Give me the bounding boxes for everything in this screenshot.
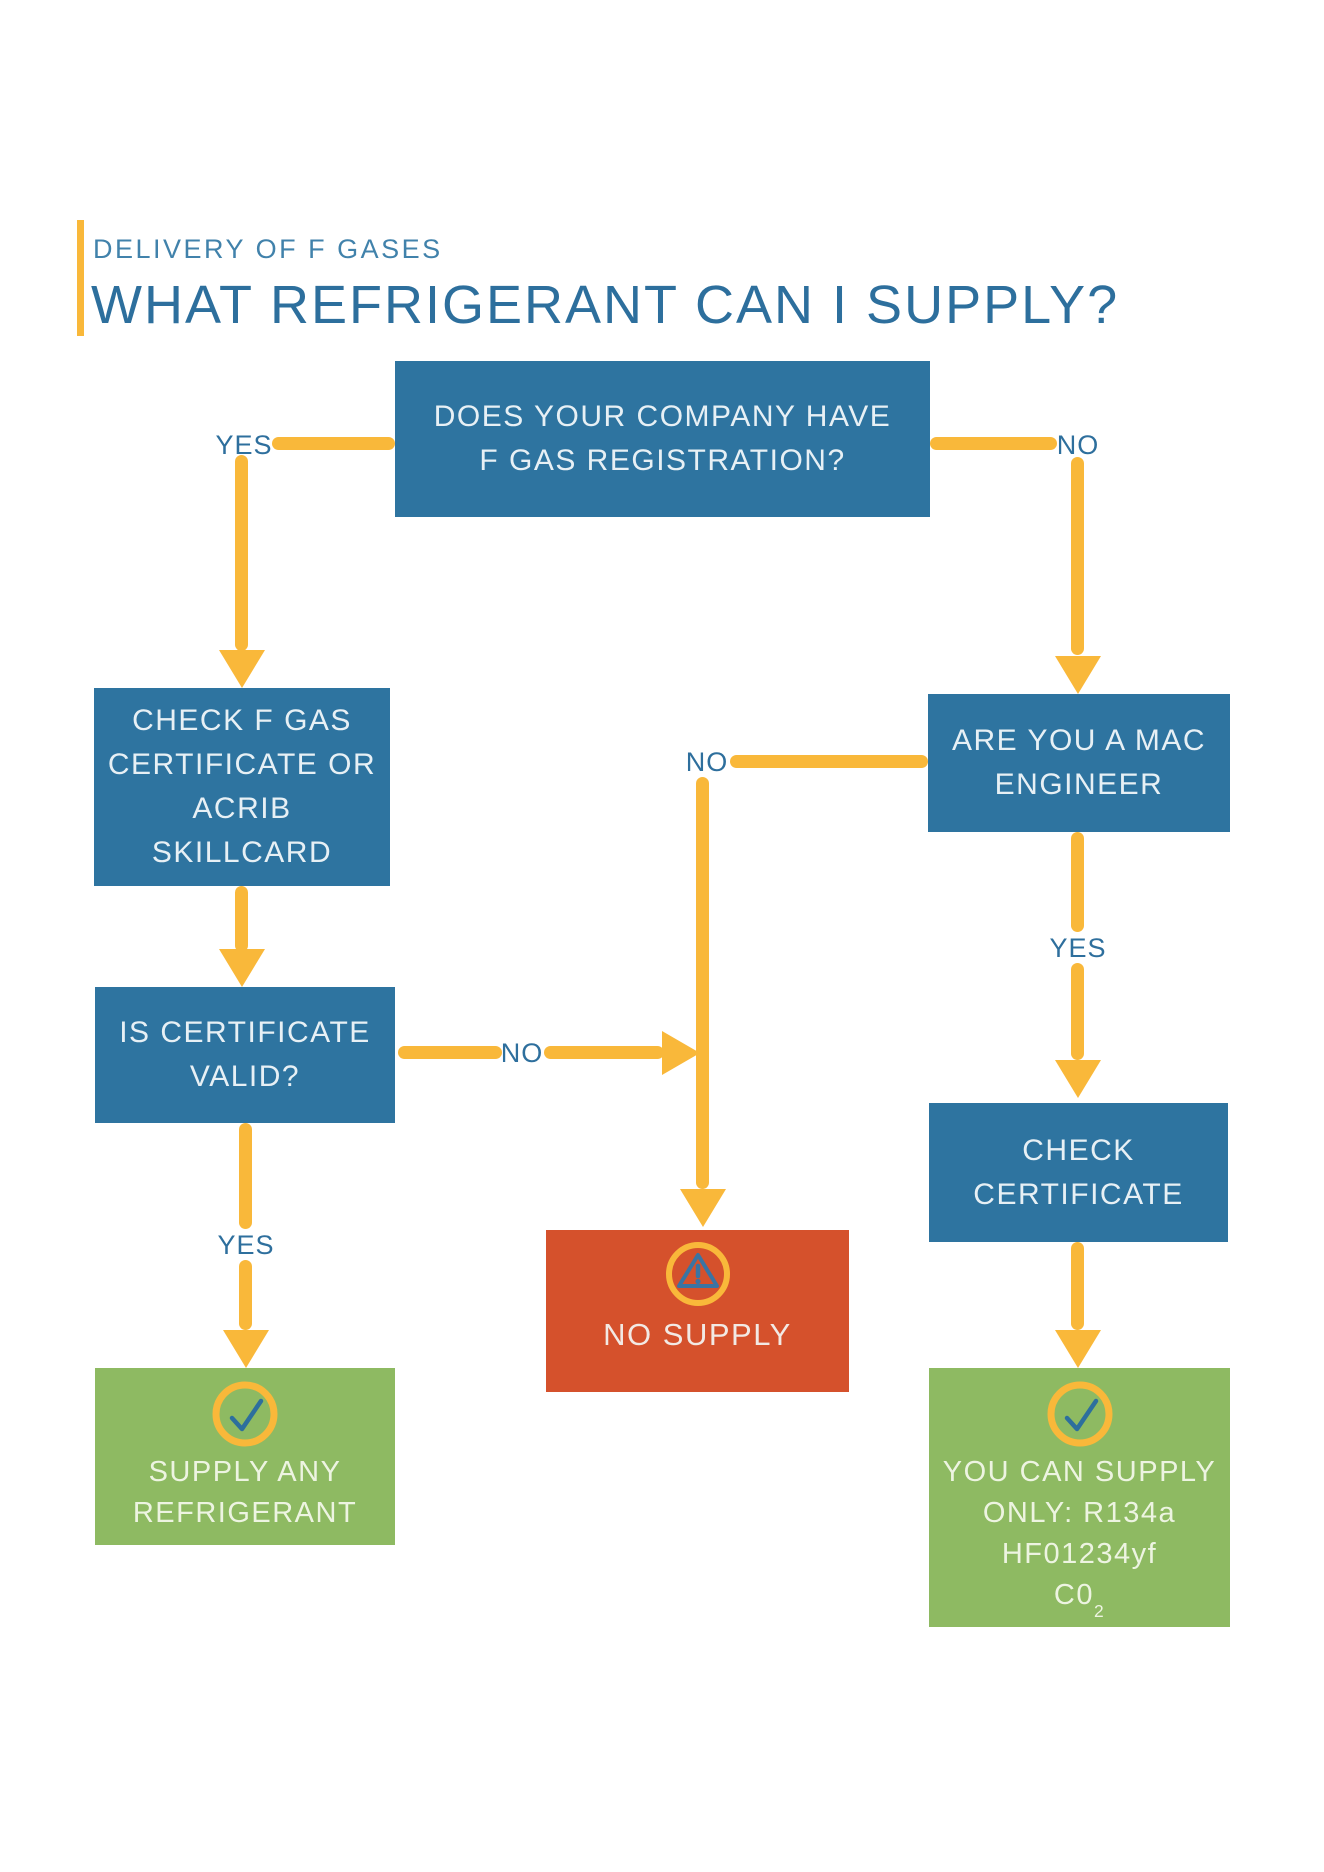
node-text-line: F GAS REGISTRATION? [479, 444, 846, 477]
formula-base: C0 [1053, 1579, 1094, 1611]
page-subtitle: DELIVERY OF F GASES [93, 234, 443, 264]
edge-label-no: NO [500, 1038, 544, 1068]
edge-label-yes: YES [217, 1230, 275, 1260]
node-text-line: DOES YOUR COMPANY HAVE [433, 400, 892, 433]
arrow-q3-yes-vertical-1 [239, 1123, 252, 1229]
arrowhead-right-icon [662, 1031, 700, 1075]
node-text-line: ENGINEER [994, 768, 1164, 801]
arrowhead-down-icon [219, 949, 265, 987]
arrow-q1-no-vertical [1071, 457, 1084, 655]
arrow-q1-yes-vertical [235, 455, 248, 651]
arrowhead-down-icon [1055, 1330, 1101, 1368]
arrowhead-down-icon [219, 650, 265, 688]
node-you-can-supply-only: YOU CAN SUPPLY ONLY: R134a HF01234yf C02 [929, 1368, 1230, 1627]
arrow-q4-no-horizontal [730, 755, 928, 768]
title-accent-bar [77, 220, 84, 336]
node-text-line: HF01234yf [1001, 1538, 1158, 1570]
arrowhead-down-icon [1055, 1060, 1101, 1098]
node-text-line: CHECK [1022, 1133, 1135, 1167]
check-icon [1046, 1380, 1114, 1448]
check-icon [211, 1380, 279, 1448]
arrow-q5-to-result [1071, 1242, 1084, 1330]
arrow-no-supply-vertical [696, 777, 709, 1189]
node-does-company-have-fgas-registration: DOES YOUR COMPANY HAVE F GAS REGISTRATIO… [395, 361, 930, 517]
node-text-line: ONLY: R134a [982, 1497, 1177, 1529]
node-text-line: SUPPLY ANY [148, 1456, 342, 1488]
node-text-line: CERTIFICATE OR [107, 748, 377, 781]
node-text-line: SKILLCARD [151, 836, 333, 869]
edge-label-yes: YES [1049, 933, 1107, 963]
warning-icon [664, 1240, 732, 1308]
node-are-you-a-mac-engineer: ARE YOU A MAC ENGINEER [928, 694, 1230, 832]
arrow-q4-yes-vertical-2 [1071, 963, 1084, 1060]
arrowhead-down-icon [680, 1189, 726, 1227]
arrow-q2-to-q3 [235, 886, 248, 952]
arrow-q4-yes-vertical-1 [1071, 832, 1084, 932]
formula-subscript: 2 [1093, 1600, 1106, 1621]
edge-label-no: NO [1056, 430, 1100, 460]
node-text-line: REFRIGERANT [132, 1497, 358, 1529]
node-text-line: IS CERTIFICATE [119, 1016, 371, 1049]
arrow-q3-yes-vertical-2 [239, 1260, 252, 1330]
arrowhead-down-icon [223, 1330, 269, 1368]
arrowhead-down-icon [1055, 656, 1101, 694]
arrow-q3-no-horizontal-2 [544, 1046, 664, 1059]
node-text-formula: C02 [1053, 1575, 1105, 1619]
node-text-line: CERTIFICATE [973, 1177, 1184, 1211]
node-text-line: NO SUPPLY [603, 1317, 792, 1352]
arrow-q1-yes-horizontal [272, 437, 395, 450]
node-supply-any-refrigerant: SUPPLY ANY REFRIGERANT [95, 1368, 395, 1545]
arrow-q1-no-horizontal [930, 437, 1057, 450]
node-check-fgas-certificate-or-acrib-skillcard: CHECK F GAS CERTIFICATE OR ACRIB SKILLCA… [94, 688, 390, 886]
node-text-line: YOU CAN SUPPLY [942, 1456, 1217, 1488]
node-is-certificate-valid: IS CERTIFICATE VALID? [95, 987, 395, 1123]
arrow-q3-no-horizontal-1 [398, 1046, 502, 1059]
edge-label-no: NO [685, 747, 729, 777]
node-text-line: VALID? [189, 1060, 301, 1093]
node-text-line: CHECK F GAS [132, 704, 352, 737]
page-title: WHAT REFRIGERANT CAN I SUPPLY? [91, 275, 1120, 335]
node-no-supply: NO SUPPLY [546, 1230, 849, 1392]
node-check-certificate: CHECK CERTIFICATE [929, 1103, 1228, 1242]
node-text-line: ARE YOU A MAC [951, 724, 1207, 757]
node-text-line: ACRIB [192, 792, 292, 825]
